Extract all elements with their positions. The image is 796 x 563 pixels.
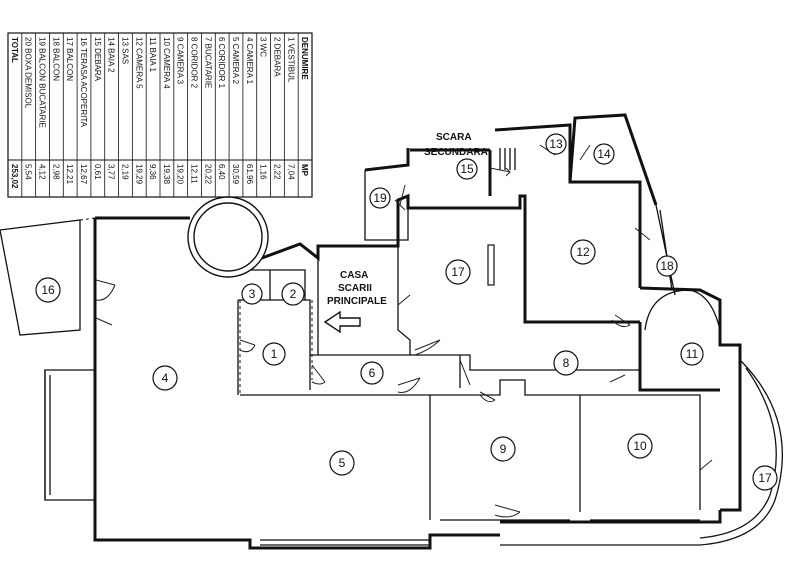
- table-row-area: 4,12: [38, 164, 47, 180]
- room-number-label: 5: [339, 456, 346, 470]
- table-row-area: 19,29: [134, 164, 143, 185]
- table-row-name: 17 BALCON: [65, 37, 74, 81]
- room-marker-circle: [445, 259, 471, 285]
- table-row-name: 5 CAMERA 2: [231, 37, 240, 85]
- table-total-area: 253,02: [10, 164, 19, 189]
- room-number-label: 6: [369, 366, 376, 380]
- stair-label-line-3: PRINCIPALE: [327, 296, 387, 307]
- stair-label-line-1: CASA: [340, 270, 368, 281]
- table-row-name: 19 BALCON BUCATARIE: [38, 37, 47, 128]
- room-number-label: 8: [563, 356, 570, 370]
- room-marker-circle: [369, 187, 391, 209]
- room-marker-circle: [35, 277, 61, 303]
- exterior-walls: [0, 113, 783, 550]
- room-marker-circle: [545, 133, 567, 155]
- table-row-area: 12,11: [190, 164, 199, 184]
- table-row-area: 1,16: [259, 164, 268, 180]
- table-row-name: 12 CAMERA 5: [134, 37, 143, 89]
- secondary-stair-label-1: SCARA: [436, 132, 472, 143]
- room-marker-circle: [329, 450, 355, 476]
- room-marker-circle: [456, 158, 478, 180]
- room-number-label: 12: [576, 245, 590, 259]
- table-row-name: 15 DEBARA: [93, 37, 102, 82]
- room-number-label: 16: [41, 283, 55, 297]
- table-row-name: 3 WC: [259, 37, 268, 57]
- table-row-area: 2,98: [51, 164, 60, 180]
- table-row-area: 7,04: [286, 164, 295, 180]
- stair-element: [487, 244, 495, 286]
- room-number-label: 15: [460, 162, 474, 176]
- table-row-name: 18 BALCON: [51, 37, 60, 81]
- doors: [95, 144, 713, 518]
- room-marker-circle: [627, 433, 653, 459]
- room-number-label: 4: [162, 371, 169, 385]
- stair-label-line-2: SCARII: [338, 283, 372, 294]
- room-marker-circle: [752, 465, 778, 491]
- room-number-label: 9: [500, 442, 507, 456]
- room-marker-circle: [241, 283, 263, 305]
- table-row-name: 10 CAMERA 4: [162, 37, 171, 89]
- room-marker-circle: [656, 255, 678, 277]
- room-marker-circle: [281, 282, 305, 306]
- table-row-name: 4 CAMERA 1: [245, 37, 254, 85]
- room-marker-circle: [553, 350, 579, 376]
- table-row-area: 2,19: [120, 164, 129, 180]
- table-row-area: 30,59: [231, 164, 240, 185]
- room-number-label: 10: [633, 439, 647, 453]
- round-tower-inner: [193, 202, 263, 272]
- table-row-area: 5,54: [24, 164, 33, 180]
- table-row-name: 2 DEBARA: [272, 37, 281, 77]
- table-row-name: 9 CAMERA 3: [176, 37, 185, 85]
- table-row-area: 9,36: [148, 164, 157, 180]
- room-marker-circle: [680, 342, 704, 366]
- secondary-stair-label-2: SECUNDARA: [424, 147, 488, 158]
- table-row-area: 0,61: [93, 164, 102, 180]
- room-number-label: 17: [758, 471, 772, 485]
- table-row-name: 13 SAS: [120, 37, 129, 64]
- room-number-label: 18: [660, 259, 674, 273]
- table-row-name: 16 TERASA ACOPERITA: [79, 37, 88, 128]
- table-row-name: 8 CORIDOR 2: [190, 37, 199, 89]
- stair-arrow-icon: [323, 310, 361, 334]
- table-row-area: 19,20: [176, 164, 185, 185]
- room-number-label: 13: [549, 137, 563, 151]
- room-number-label: 17: [451, 265, 465, 279]
- table-row-area: 20,22: [203, 164, 212, 185]
- room-number-label: 3: [249, 287, 256, 301]
- room-number-label: 2: [290, 287, 297, 301]
- table-row-name: 1 VESTIBUL: [286, 37, 295, 83]
- table-row-area: 12,21: [65, 164, 74, 185]
- arrow-to-15: [489, 167, 511, 177]
- table-row-area: 61,96: [245, 164, 254, 185]
- table-row-area: 19,38: [162, 164, 171, 185]
- room-number-label: 11: [686, 347, 699, 361]
- table-header-area: MP: [300, 164, 309, 177]
- room-marker-circle: [593, 143, 615, 165]
- table-row-name: 11 BAIA 1: [148, 37, 157, 73]
- table-row-name: 7 BUCATARIE: [203, 37, 212, 88]
- table-row-name: 6 CORIDOR 1: [217, 37, 226, 89]
- room-number-label: 19: [373, 191, 387, 205]
- table-row-area: 12,67: [79, 164, 88, 185]
- table-row-name: 20 BOXA DEMISOL: [24, 37, 33, 109]
- table-row-area: 2,22: [272, 164, 281, 180]
- room-number-label: 1: [271, 347, 278, 361]
- secondary-stairs: [499, 148, 516, 170]
- table-header-name: DENUMIRE: [300, 37, 309, 80]
- table-row-area: 3,77: [107, 164, 116, 180]
- room-marker-circle: [152, 365, 178, 391]
- table-row-name: 14 BAIA 2: [107, 37, 116, 73]
- room-area-table: DENUMIRE MP 1 VESTIBUL 7,04 2 DEBARA 2,22 3 WC…: [7, 32, 313, 198]
- room-number-label: 14: [597, 147, 611, 161]
- table-row-area: 6,40: [217, 164, 226, 180]
- room-marker-circle: [490, 436, 516, 462]
- table-total-label: TOTAL: [10, 37, 19, 63]
- room-marker-circle: [262, 342, 286, 366]
- room-marker-circle: [570, 239, 596, 265]
- room-marker-circle: [360, 361, 384, 385]
